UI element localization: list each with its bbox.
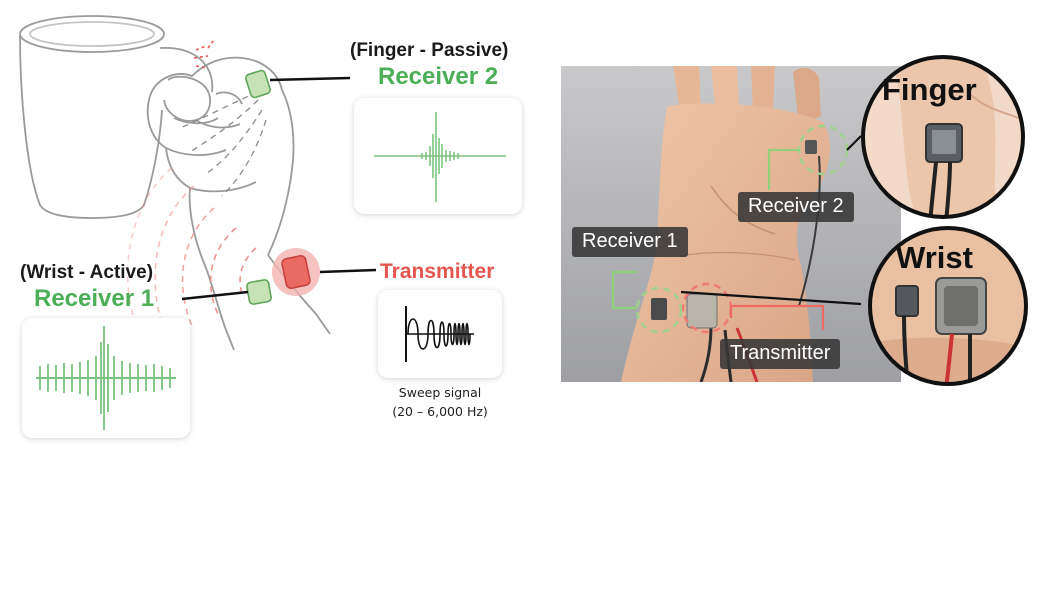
- transmitter-label: Transmitter: [380, 260, 495, 283]
- receiver2-waveform: [374, 112, 506, 202]
- receiver1-leader: [181, 290, 249, 301]
- receiver2-name-label: Receiver 2: [378, 63, 499, 90]
- finger-paths: [179, 91, 267, 197]
- receiver1-signal-card: [22, 318, 190, 438]
- transmitter-patch: [281, 254, 311, 290]
- photo-receiver1-sensor: [651, 298, 667, 320]
- receiver1-patch: [246, 279, 272, 305]
- photo-receiver1-tag: Receiver 1: [572, 227, 688, 257]
- finger-zoom-title: Finger: [882, 72, 977, 107]
- hand-drawing: [146, 56, 331, 351]
- receiver2-leader: [269, 76, 351, 82]
- sweep-waveform: [405, 306, 474, 362]
- wrist-zoom-circle: [868, 226, 1028, 386]
- wrist-photo: [561, 66, 901, 382]
- photo-receiver2-tag: Receiver 2: [738, 192, 854, 222]
- receiver1-role-label: (Wrist - Active): [20, 262, 154, 283]
- sweep-note-line2: (20 – 6,000 Hz): [392, 404, 488, 419]
- mug-drawing: [19, 15, 214, 219]
- sweep-note: Sweep signal (20 – 6,000 Hz): [372, 383, 508, 421]
- wrist-zoom-title: Wrist: [896, 240, 973, 275]
- photo-receiver2-sensor: [805, 140, 817, 154]
- photo-transmitter-sensor: [686, 293, 718, 329]
- sweep-note-line1: Sweep signal: [398, 385, 482, 400]
- receiver2-signal-card: [354, 98, 522, 214]
- receiver2-patch: [245, 69, 271, 99]
- transmitter-leader: [319, 268, 377, 274]
- receiver2-role-label: (Finger - Passive): [350, 40, 509, 61]
- finger-zoom-circle: [861, 55, 1025, 219]
- sweep-signal-card: [378, 290, 502, 378]
- receiver1-name-label: Receiver 1: [34, 285, 155, 312]
- receiver1-waveform: [36, 326, 176, 430]
- vibration-marks: [193, 39, 215, 69]
- photo-transmitter-tag: Transmitter: [720, 339, 841, 369]
